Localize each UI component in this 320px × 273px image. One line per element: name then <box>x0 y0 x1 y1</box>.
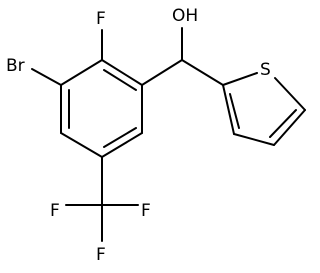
bond-c5-c4 <box>273 109 306 146</box>
atom-fluorine-ring: F <box>96 9 106 29</box>
atom-fluorine-cf3-bottom: F <box>96 245 106 265</box>
bond-ring-to-chiral-c <box>141 59 183 86</box>
thiophene-ring <box>222 72 306 146</box>
bond-c3-c2 <box>222 84 235 135</box>
double-bond-inner-c4-c5 <box>269 109 297 138</box>
bond-s-c5 <box>274 77 306 111</box>
bond-c3-c4 <box>101 132 143 158</box>
double-bond-inner-c1-c2 <box>103 69 137 91</box>
atom-fluorine-cf3-right: F <box>141 201 151 221</box>
bond-c1-c2 <box>101 59 143 86</box>
atom-bromine: Br <box>6 56 25 76</box>
chemical-structure: F Br OH S F F F <box>6 6 306 265</box>
bond-c-to-thiophene <box>181 59 224 86</box>
atom-fluorine-cf3-left: F <box>50 201 60 221</box>
bond-c4-c5 <box>60 132 103 158</box>
bond-c2-s <box>222 72 258 86</box>
bond-c4-c3 <box>233 133 275 146</box>
double-bond-inner-c3-c4 <box>103 127 137 148</box>
double-bond-inner-c2-c3 <box>229 93 240 129</box>
atom-sulfur: S <box>260 60 271 80</box>
benzene-ring <box>60 59 143 158</box>
atom-hydroxyl: OH <box>172 6 198 26</box>
bond-c6-c1 <box>60 59 103 86</box>
bond-ring-to-br <box>31 68 62 86</box>
